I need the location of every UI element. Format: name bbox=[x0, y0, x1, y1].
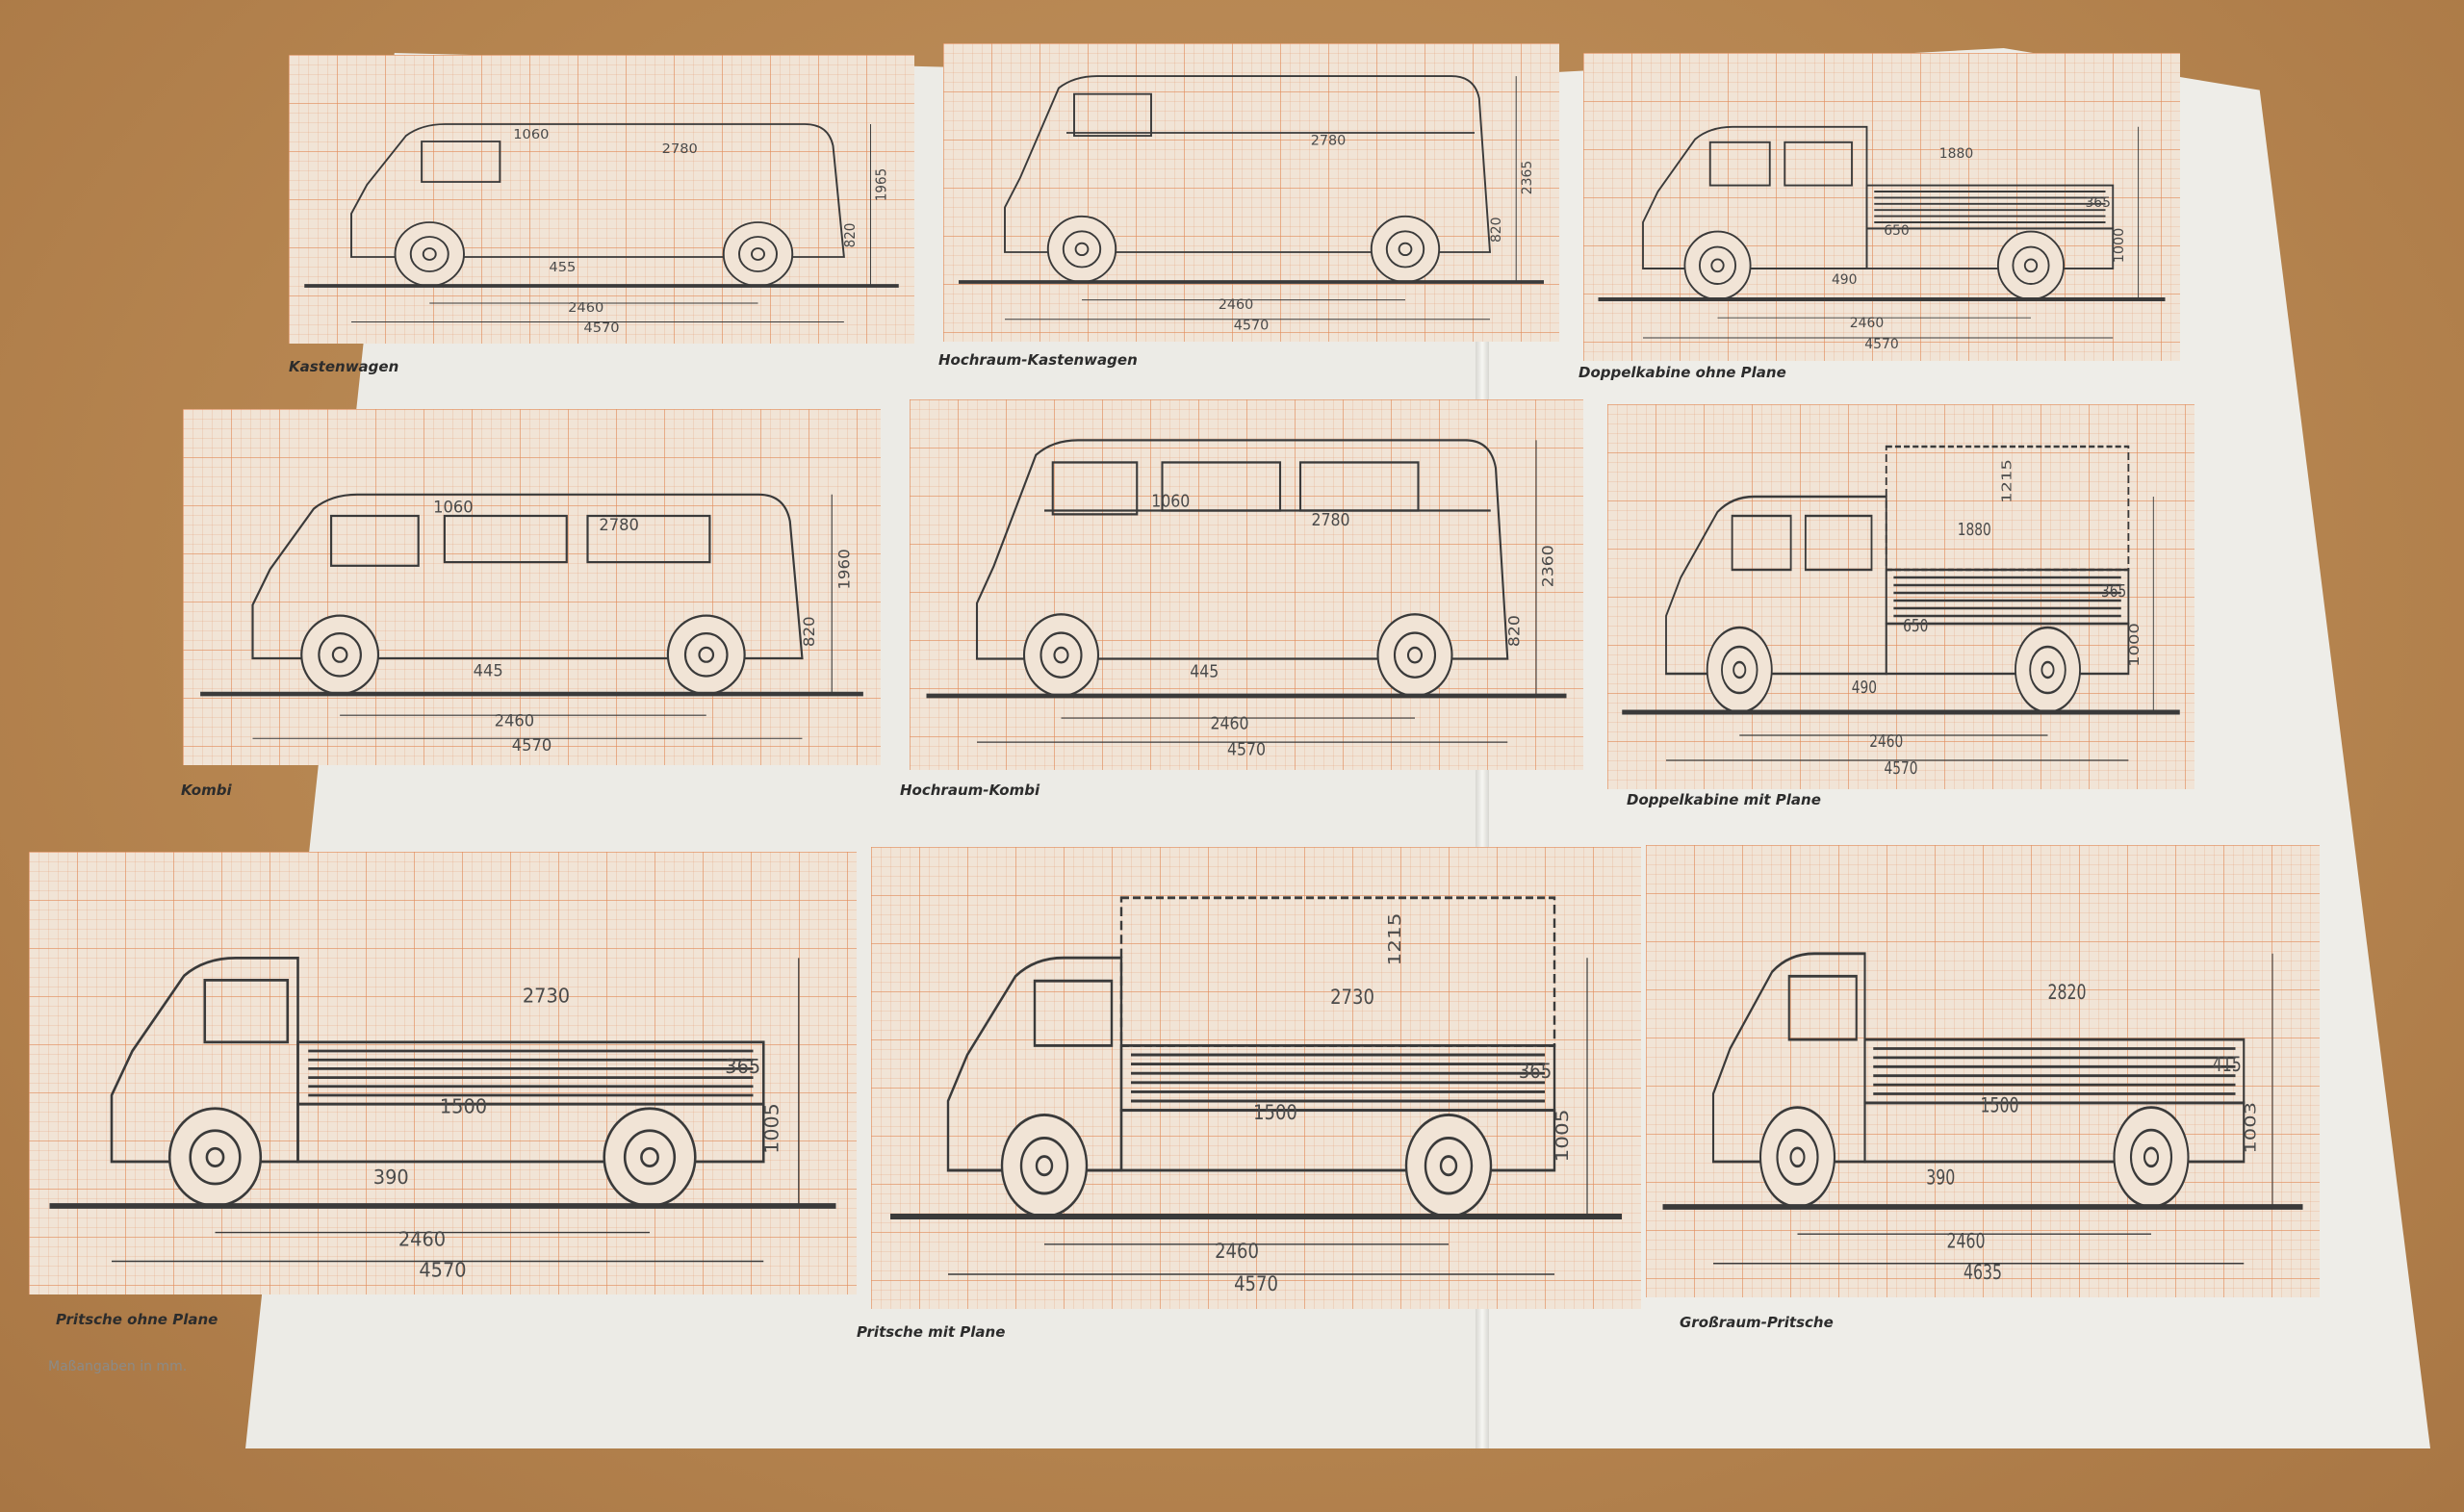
dimension-label-wheelbase: 2460 bbox=[1219, 297, 1254, 313]
drawing-panel: 1060 2780 2360 820 445 2460 4570 bbox=[910, 399, 1583, 770]
panel-caption: Doppelkabine mit Plane bbox=[1627, 791, 1821, 808]
dimension-label-height: 2360 bbox=[1539, 545, 1556, 587]
dimension-label-length: 4570 bbox=[1227, 740, 1266, 759]
dimension-label-length: 4570 bbox=[1234, 319, 1270, 334]
dimension-label-inner-width: 1060 bbox=[513, 127, 549, 141]
dimension-label-floor: 390 bbox=[373, 1165, 409, 1189]
drawing-panel: 1215 1880 365 650 490 1000 2460 4570 bbox=[1607, 404, 2194, 789]
drawing-panel: 1215 2730 365 1500 1005 2460 4570 bbox=[871, 847, 1641, 1309]
panel-caption: Doppelkabine ohne Plane bbox=[1578, 364, 1786, 381]
dimension-label-small-width: 1500 bbox=[1980, 1094, 2018, 1117]
drawing-panel: 2730 365 1500 390 1005 2460 4570 bbox=[29, 852, 857, 1294]
vehicle-outline bbox=[49, 957, 836, 1263]
dimension-label-inner-length: 2730 bbox=[523, 984, 570, 1008]
dimension-label-height: 2365 bbox=[1520, 161, 1535, 194]
vehicle-drawing: 2780 2365 820 2460 4570 bbox=[959, 75, 1544, 334]
vehicle-outline bbox=[926, 439, 1567, 743]
dimension-label-rear-height: 1005 bbox=[1553, 1110, 1573, 1163]
drawing-panel: 1880 365 650 490 1000 2460 4570 bbox=[1583, 53, 2180, 361]
dimension-label-wheelbase: 2460 bbox=[1215, 1240, 1259, 1264]
dimension-label-inner-length: 2820 bbox=[2047, 982, 2086, 1005]
vehicle-outline bbox=[304, 123, 899, 322]
dimension-label-side-height: 365 bbox=[1519, 1059, 1552, 1083]
vehicle-outline bbox=[1622, 445, 2180, 761]
panel-caption: Großraum-Pritsche bbox=[1680, 1314, 1834, 1331]
dimension-label-wheelbase: 2460 bbox=[1210, 714, 1248, 733]
dimension-label-length: 4570 bbox=[1234, 1271, 1278, 1295]
dimension-label-inner-width: 1060 bbox=[1151, 492, 1190, 511]
vehicle-drawing: 2820 415 390 1500 1003 2460 4635 bbox=[1662, 952, 2303, 1285]
dimension-label-rear-height: 820 bbox=[843, 223, 860, 248]
vehicle-outline bbox=[200, 493, 863, 739]
dimension-label-inner-length: 2780 bbox=[1311, 134, 1347, 149]
dimension-label-rear-height: 820 bbox=[1505, 615, 1523, 647]
vehicle-drawing: 1060 2780 1960 820 445 2460 4570 bbox=[200, 493, 863, 755]
dimension-label-floor: 490 bbox=[1852, 677, 1877, 697]
dimension-label-rear-height: 820 bbox=[800, 616, 818, 647]
vehicle-drawing: 1880 365 650 490 1000 2460 4570 bbox=[1598, 125, 2166, 352]
panel-caption: Hochraum-Kombi bbox=[900, 782, 1040, 799]
vehicle-outline bbox=[1598, 125, 2166, 339]
dimension-label-side-height: 415 bbox=[2213, 1054, 2242, 1077]
dimension-label-wheelbase: 2460 bbox=[495, 711, 534, 730]
dimension-label-inner-length: 2780 bbox=[1311, 510, 1349, 529]
dimension-label-inner-length: 1880 bbox=[1939, 146, 1973, 162]
dimension-label-height: 1965 bbox=[874, 168, 890, 201]
dimension-label-floor: 490 bbox=[1832, 272, 1858, 288]
dimension-label-inner-length: 2780 bbox=[599, 516, 638, 534]
vehicle-outline bbox=[959, 75, 1544, 320]
dimension-label-length: 4635 bbox=[1964, 1262, 2002, 1285]
dimension-label-side-height: 365 bbox=[2101, 580, 2126, 601]
dimension-label-length: 4570 bbox=[419, 1258, 466, 1282]
dimension-label-length: 4570 bbox=[583, 320, 619, 335]
dimension-label-wheelbase: 2460 bbox=[1850, 316, 1884, 331]
footnote: Maßangaben in mm. bbox=[48, 1359, 188, 1374]
dimension-label-wheelbase: 2460 bbox=[1946, 1230, 1985, 1253]
dimension-label-rear-height: 1003 bbox=[2243, 1102, 2260, 1154]
dimension-label-height: 1960 bbox=[835, 549, 854, 589]
dimension-label-rear-height: 1000 bbox=[2126, 623, 2142, 667]
drawing-panel: 2780 2365 820 2460 4570 bbox=[943, 43, 1559, 342]
dimension-label-rear-height: 820 bbox=[1489, 217, 1504, 243]
dimension-label-wheelbase: 2460 bbox=[398, 1227, 446, 1251]
vehicle-drawing: 2730 365 1500 390 1005 2460 4570 bbox=[49, 957, 836, 1282]
dimension-label-floor: 455 bbox=[549, 260, 576, 274]
dimension-label-wheelbase: 2460 bbox=[1869, 730, 1903, 751]
drawing-panel: 1060 2780 1960 820 445 2460 4570 bbox=[183, 409, 881, 765]
dimension-label-inner-length: 2780 bbox=[662, 141, 698, 156]
dimension-label-inner-width: 1060 bbox=[433, 498, 473, 516]
dimension-label-rear-height: 1000 bbox=[2112, 228, 2127, 264]
dimension-label-side-height: 365 bbox=[2085, 195, 2111, 211]
panel-caption: Hochraum-Kastenwagen bbox=[938, 351, 1138, 369]
vehicle-outline bbox=[1662, 952, 2303, 1265]
vehicle-drawing: 1215 1880 365 650 490 1000 2460 4570 bbox=[1622, 445, 2180, 778]
vehicle-drawing: 1060 2780 1965 455 820 2460 4570 bbox=[304, 123, 899, 336]
dimension-label-length: 4570 bbox=[512, 736, 552, 755]
dimension-label-rear-height: 1005 bbox=[760, 1103, 783, 1154]
dimension-label-length: 4570 bbox=[1885, 757, 1918, 778]
panel-caption: Pritsche mit Plane bbox=[857, 1323, 1006, 1341]
dimension-label-side-height: 365 bbox=[725, 1054, 760, 1078]
dimension-label-small-width: 650 bbox=[1884, 223, 1910, 239]
dimension-label-floor: 445 bbox=[474, 661, 503, 679]
dimension-label-floor: 390 bbox=[1926, 1166, 1955, 1190]
drawing-panel: 2820 415 390 1500 1003 2460 4635 bbox=[1646, 845, 2320, 1297]
panel-caption: Kastenwagen bbox=[289, 358, 399, 375]
panel-caption: Pritsche ohne Plane bbox=[56, 1311, 218, 1328]
dimension-label-small-width: 1500 bbox=[1253, 1101, 1297, 1125]
dimension-label-tarp-height: 1215 bbox=[1385, 913, 1405, 966]
vehicle-outline bbox=[890, 896, 1622, 1275]
vehicle-drawing: 1215 2730 365 1500 1005 2460 4570 bbox=[890, 896, 1622, 1295]
dimension-label-inner-length: 1880 bbox=[1958, 519, 1991, 539]
dimension-label-small-width: 650 bbox=[1903, 615, 1928, 635]
vehicle-drawing: 1060 2780 2360 820 445 2460 4570 bbox=[926, 439, 1567, 759]
dimension-label-floor: 445 bbox=[1190, 662, 1219, 681]
dimension-label-small-width: 1500 bbox=[440, 1094, 487, 1118]
dimension-label-tarp-height: 1215 bbox=[1999, 459, 2015, 503]
dimension-label-inner-length: 2730 bbox=[1330, 986, 1374, 1010]
panel-caption: Kombi bbox=[181, 782, 232, 799]
drawing-panel: 1060 2780 1965 455 820 2460 4570 bbox=[289, 55, 914, 344]
dimension-label-wheelbase: 2460 bbox=[568, 300, 603, 315]
dimension-label-length: 4570 bbox=[1864, 337, 1898, 352]
